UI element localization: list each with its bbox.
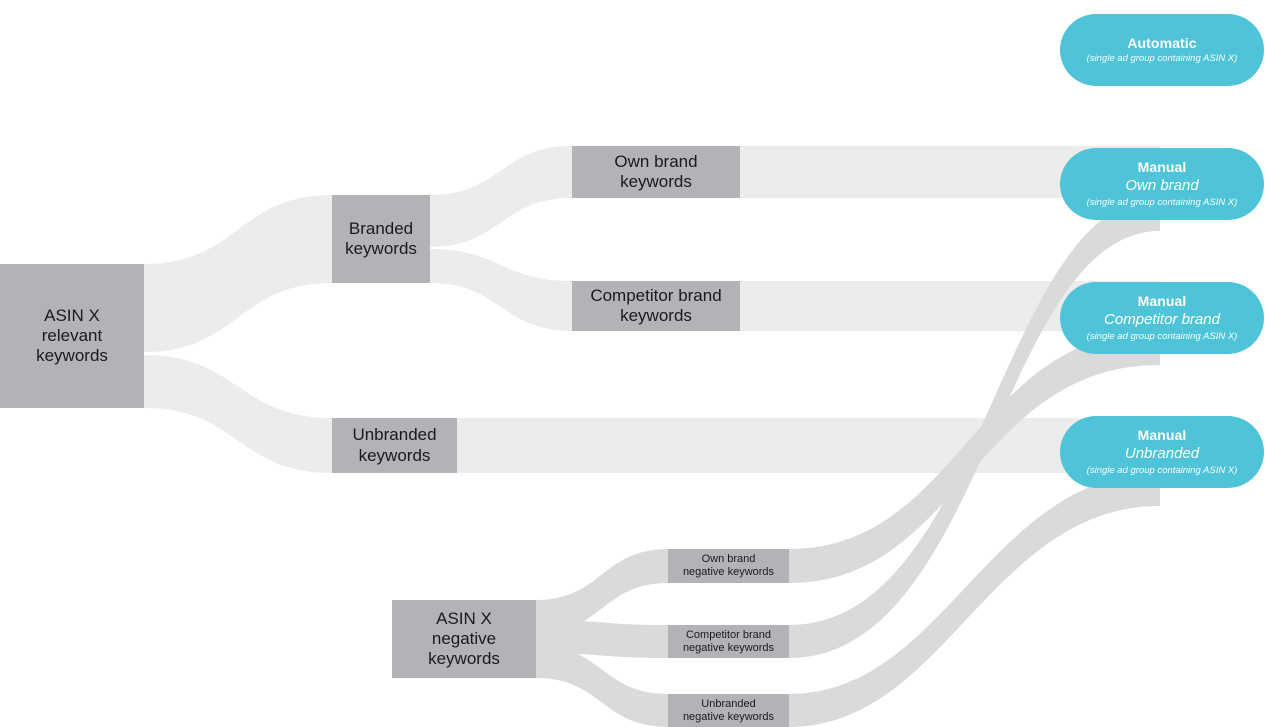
link-own-brand-to-manual-own-brand <box>740 146 1160 198</box>
campaign-pill-manual-unbranded[interactable]: Manual Unbranded (single ad group contai… <box>1060 416 1264 488</box>
campaign-note: (single ad group containing ASIN X) <box>1086 465 1238 477</box>
campaign-subtitle: Competitor brand <box>1104 311 1220 329</box>
campaign-pill-automatic[interactable]: Automatic (single ad group containing AS… <box>1060 14 1264 86</box>
node-rect-unbranded-negative[interactable] <box>668 694 789 727</box>
node-rect-unbranded[interactable] <box>332 418 457 473</box>
campaign-title: Manual <box>1137 292 1187 309</box>
campaign-note: (single ad group containing ASIN X) <box>1086 53 1238 65</box>
link-unbranded-negative-to-manual-unbranded <box>789 473 1160 727</box>
link-branded-to-competitor-brand <box>430 249 572 331</box>
campaign-note: (single ad group containing ASIN X) <box>1086 197 1238 209</box>
campaign-subtitle: Own brand <box>1125 177 1199 195</box>
campaign-title: Manual <box>1137 426 1187 443</box>
campaign-pill-manual-competitor-brand[interactable]: Manual Competitor brand (single ad group… <box>1060 282 1264 354</box>
campaign-title: Manual <box>1137 158 1187 175</box>
campaign-title: Automatic <box>1127 34 1197 51</box>
link-branded-to-own-brand <box>430 146 572 247</box>
node-rect-branded[interactable] <box>332 195 430 283</box>
node-rect-own-brand-negative[interactable] <box>668 549 789 583</box>
node-rect-own-brand-keywords[interactable] <box>572 146 740 198</box>
campaign-subtitle: Unbranded <box>1124 445 1200 463</box>
link-negative-to-competitor-brand-negative <box>536 620 668 658</box>
link-unbranded-to-manual-unbranded <box>457 418 1160 473</box>
link-relevant-to-branded <box>144 195 332 352</box>
link-relevant-to-unbranded <box>144 355 332 473</box>
node-rect-source-negative[interactable] <box>392 600 536 678</box>
link-negative-to-own-brand-negative <box>536 549 668 634</box>
node-rect-competitor-brand-negative[interactable] <box>668 625 789 658</box>
campaign-pill-manual-own-brand[interactable]: Manual Own brand (single ad group contai… <box>1060 148 1264 220</box>
link-negative-to-unbranded-negative <box>536 645 668 727</box>
node-rect-competitor-brand-keywords[interactable] <box>572 281 740 331</box>
node-rect-source-relevant[interactable] <box>0 264 144 408</box>
campaign-note: (single ad group containing ASIN X) <box>1086 331 1238 343</box>
